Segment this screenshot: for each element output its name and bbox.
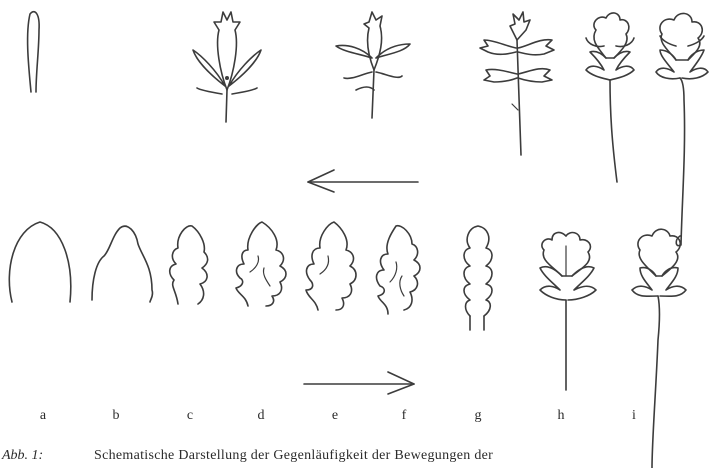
arrow-left [308, 170, 418, 192]
bottom-leaf-d [236, 222, 286, 306]
label-c: c [180, 408, 200, 424]
bottom-leaf-f [377, 226, 420, 314]
caption-label: Abb. 1: [2, 448, 43, 464]
label-f: f [394, 408, 414, 424]
label-g: g [468, 408, 488, 424]
figure-caption: Abb. 1: Schematische Darstellung der Geg… [0, 446, 714, 468]
arrow-right [304, 372, 414, 394]
top-leaf-simple [28, 12, 40, 92]
bottom-leaf-b [92, 226, 153, 302]
bottom-leaf-h [540, 233, 596, 390]
bottom-leaf-a [9, 222, 70, 302]
label-h: h [551, 408, 571, 424]
top-leaf-parsley-2 [656, 13, 708, 245]
label-e: e [325, 408, 345, 424]
bottom-leaf-c [170, 226, 208, 304]
top-leaf-pinnate [480, 12, 554, 155]
bottom-leaf-i [632, 229, 686, 468]
top-leaf-parsley-1 [586, 13, 634, 182]
label-d: d [251, 408, 271, 424]
bottom-leaf-e [306, 222, 356, 310]
label-i: i [624, 408, 644, 424]
caption-text: Schematische Darstellung der Gegenläufig… [94, 448, 493, 464]
bottom-leaf-g [464, 226, 492, 330]
top-leaf-trifid [193, 12, 261, 122]
label-b: b [106, 408, 126, 424]
label-a: a [33, 408, 53, 424]
top-leaf-compound-small [336, 12, 410, 118]
